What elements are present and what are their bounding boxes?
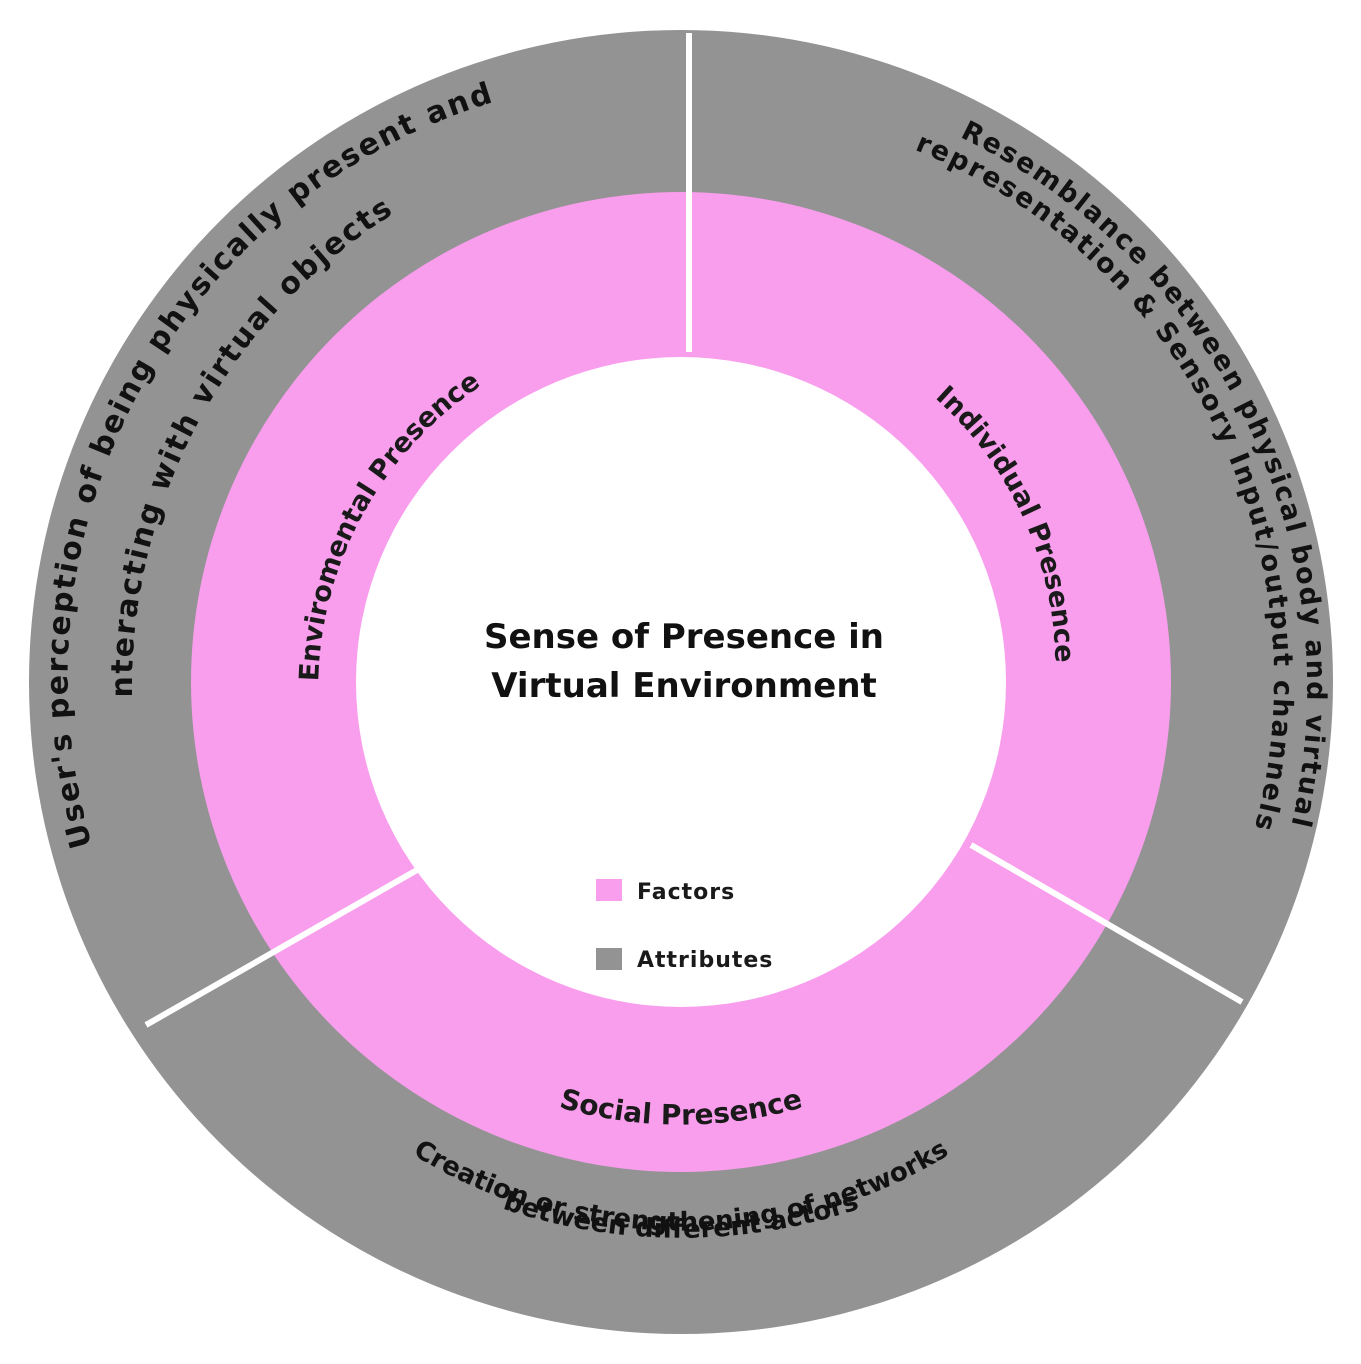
- divider-left: [144, 867, 419, 1028]
- legend-factors-label: Factors: [637, 880, 735, 905]
- legend-attributes-label: Attributes: [637, 948, 773, 973]
- center-disc: [356, 357, 1006, 1007]
- center-title-line-1: Sense of Presence in: [484, 617, 884, 657]
- center-title-line-2: Virtual Environment: [491, 666, 877, 706]
- legend-attributes-swatch: [596, 948, 622, 970]
- legend-factors-swatch: [596, 879, 622, 901]
- divider-right: [969, 842, 1244, 1005]
